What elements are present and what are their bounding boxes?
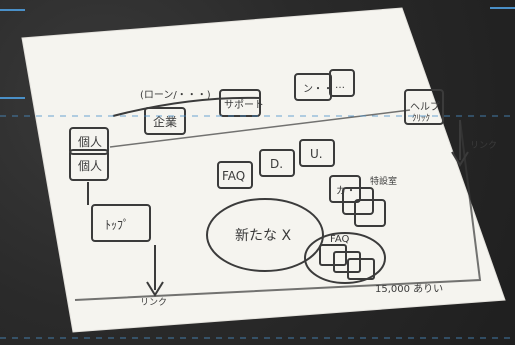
top-box-3-label: サポート — [224, 99, 264, 111]
right-box — [404, 89, 444, 125]
top-box-4-label: ン・・ — [303, 84, 333, 95]
top-box-1-label: 個人 — [78, 135, 102, 149]
left-link-label: リンク — [140, 297, 167, 308]
footer-note: 15,000 ありい — [375, 283, 443, 295]
right-box-label2: ｸﾘｯｸ — [412, 113, 430, 124]
ellipse-left-text: 新たな X — [235, 228, 291, 244]
top-box-2 — [144, 107, 186, 135]
ellipse-left — [206, 198, 324, 272]
mid-box-u — [299, 139, 335, 167]
bottom-frame — [74, 119, 482, 301]
top-box-5-label: … — [335, 80, 345, 91]
ellipse-right-text: FAQ — [330, 234, 349, 245]
top-box-1 — [69, 127, 109, 155]
right-link-label: リンク — [470, 140, 497, 151]
top-box-2-label: 企業 — [153, 114, 177, 129]
right-box-label1: ヘルプ — [410, 101, 440, 113]
mid-box-d-label: D. — [270, 157, 283, 171]
left-box-mid — [91, 204, 151, 242]
stack-box-3 — [354, 199, 386, 227]
stack-box-label: カ・ — [336, 185, 356, 197]
top-box-5 — [329, 69, 355, 97]
top-bracket-label: (ローン/・・・) — [140, 90, 211, 101]
left-box-top — [69, 149, 109, 181]
ellipse-right — [304, 232, 386, 284]
top-bracket-line — [112, 96, 261, 117]
mid-box-u-label: U. — [310, 147, 323, 161]
left-box-mid-label: ﾄｯﾌﾟ — [105, 218, 129, 232]
mid-box-faq — [217, 161, 253, 189]
left-arrowhead — [146, 281, 164, 297]
stack-box-note: 特設室 — [370, 175, 397, 187]
mid-box-faq-label: FAQ — [222, 169, 245, 183]
left-box-top-label: 個人 — [78, 159, 102, 173]
ellipse-right-box-3 — [347, 258, 375, 280]
mid-box-d — [259, 149, 295, 177]
